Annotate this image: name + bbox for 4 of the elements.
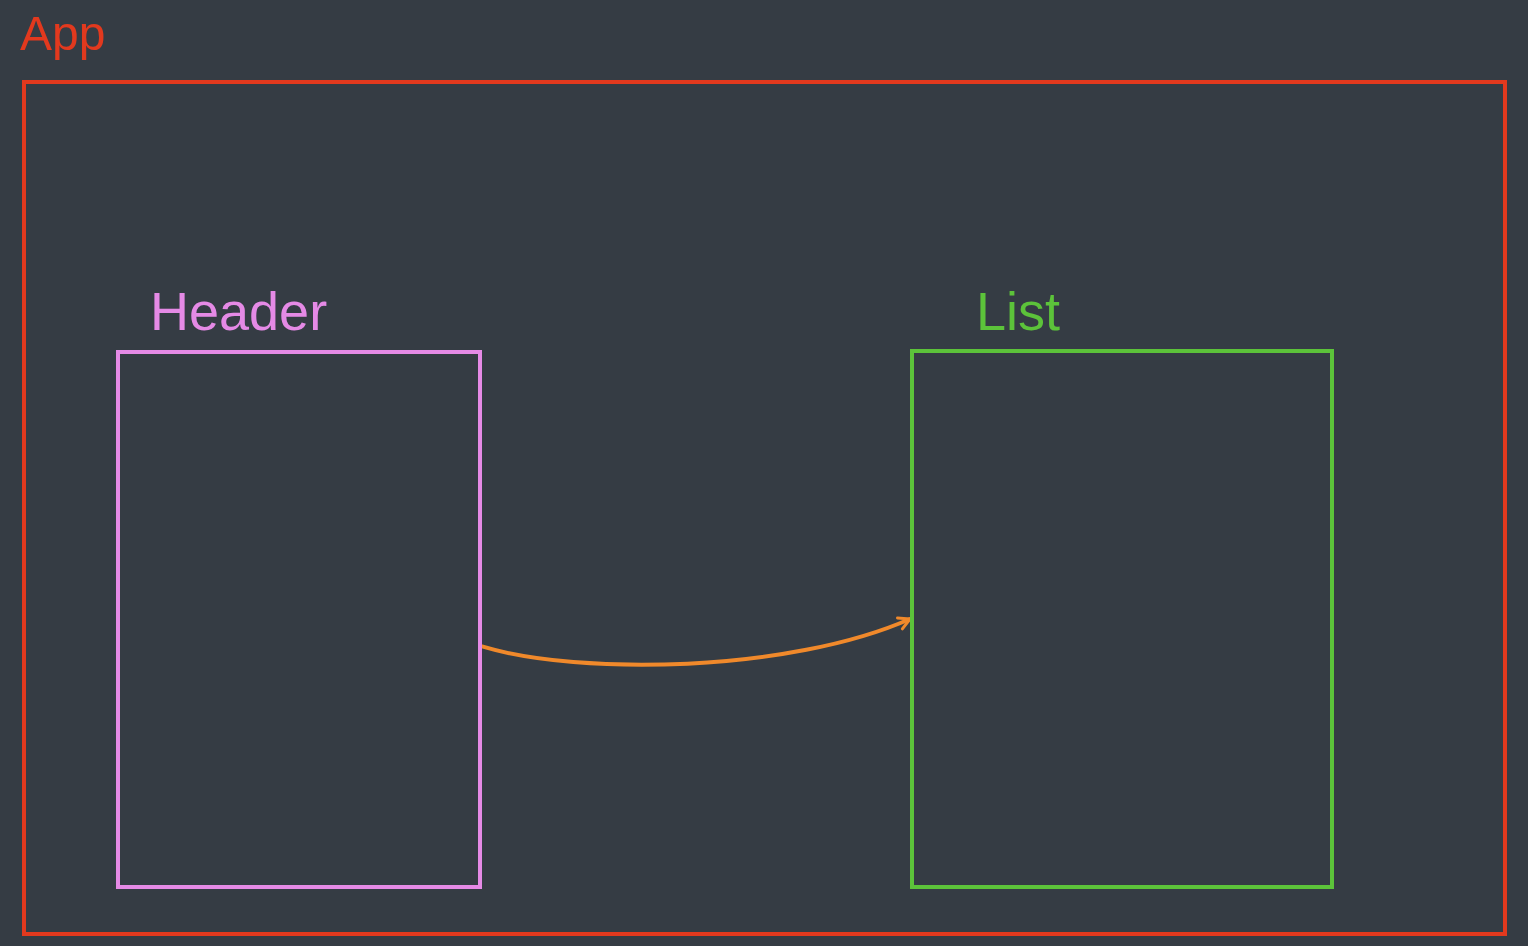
curved-arrow	[480, 615, 912, 667]
box-title: App	[20, 6, 106, 62]
box-title: Header	[150, 280, 328, 343]
box-title: List	[976, 280, 1061, 343]
